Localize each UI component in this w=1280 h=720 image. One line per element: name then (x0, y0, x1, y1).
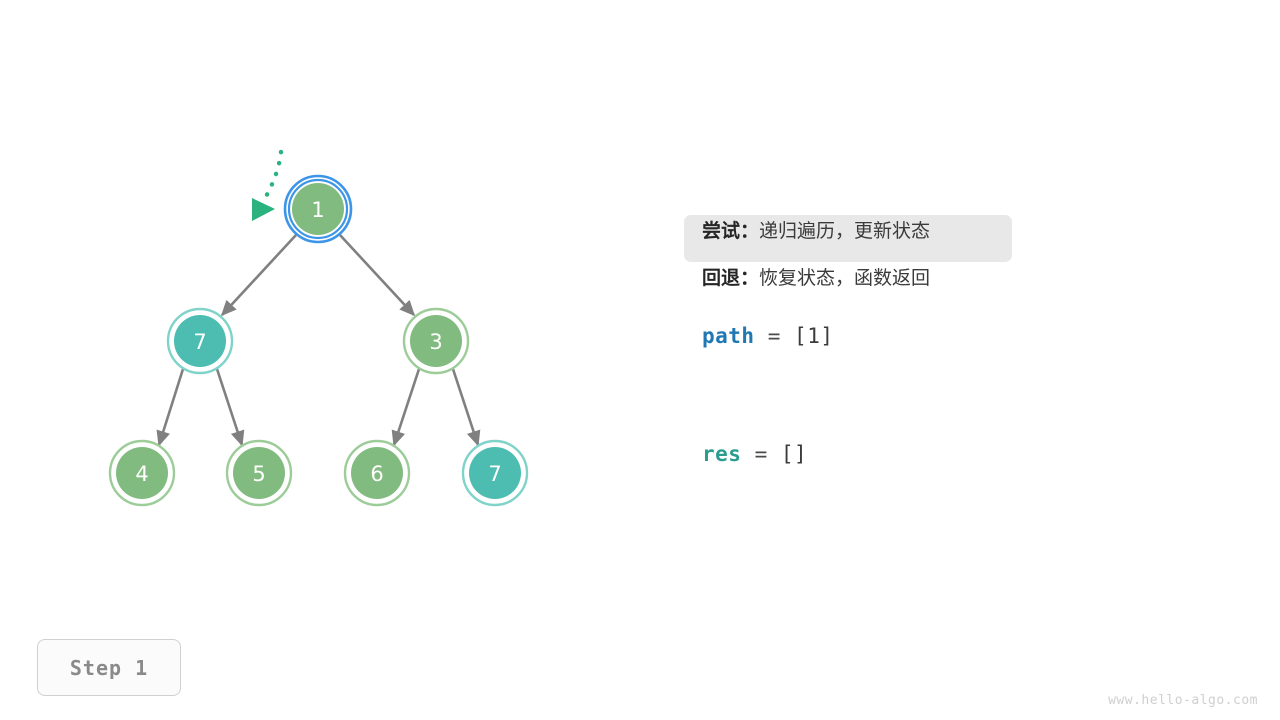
try-line-row: 尝试：递归遍历，更新状态 (684, 206, 1224, 262)
try-line-key: 尝试： (702, 220, 760, 242)
binary-tree-diagram: 1 7 3 4 5 6 7 (108, 149, 529, 507)
edge-1-to-7 (220, 234, 297, 317)
tree-edges (156, 234, 481, 447)
backtrack-line-text: 回退：恢复状态，函数返回 (684, 263, 930, 290)
node-6-ring (343, 439, 411, 507)
tree-node-5[interactable]: 5 (225, 439, 293, 507)
res-variable-row: res = [] (684, 442, 807, 466)
edge-3-to-6 (391, 368, 421, 447)
node-1-inner-ring (287, 178, 349, 240)
node-1-fill (292, 183, 344, 235)
edge-1-to-3 (339, 234, 416, 317)
path-equals: = (767, 324, 781, 348)
node-3-fill (410, 315, 462, 367)
watermark: www.hello-algo.com (1108, 693, 1258, 708)
node-7r-fill (469, 447, 521, 499)
node-6-fill (351, 447, 403, 499)
node-6-label: 6 (370, 462, 383, 486)
node-7l-label: 7 (193, 330, 206, 354)
node-7l-ring (166, 307, 234, 375)
step-badge-label: Step 1 (69, 655, 149, 680)
node-5-label: 5 (252, 462, 265, 486)
tree-node-7-right[interactable]: 7 (461, 439, 529, 507)
res-equals: = (754, 442, 768, 466)
edge-7-to-4 (156, 368, 185, 447)
node-1-active-ring (283, 174, 353, 244)
try-line-body: 递归遍历，更新状态 (759, 220, 931, 242)
node-3-ring (402, 307, 470, 375)
recursion-pointer (252, 149, 284, 221)
node-5-ring (225, 439, 293, 507)
node-1-label: 1 (311, 198, 324, 222)
tree-node-1[interactable]: 1 (283, 174, 353, 244)
path-variable-name: path (702, 324, 755, 348)
res-variable-value: [] (780, 442, 808, 466)
node-5-fill (233, 447, 285, 499)
node-7l-fill (174, 315, 226, 367)
tree-node-7-left[interactable]: 7 (166, 307, 234, 375)
backtrack-line-body: 恢复状态，函数返回 (759, 267, 931, 289)
step-badge: Step 1 (37, 639, 181, 696)
try-line-text: 尝试：递归遍历，更新状态 (684, 216, 930, 243)
node-7r-label: 7 (488, 462, 501, 486)
watermark-text: www.hello-algo.com (1108, 693, 1258, 708)
state-panel: 尝试：递归遍历，更新状态 回退：恢复状态，函数返回 path = [1] res… (684, 206, 1224, 466)
tree-node-3[interactable]: 3 (402, 307, 470, 375)
path-variable-row: path = [1] (684, 324, 833, 348)
tree-node-6[interactable]: 6 (343, 439, 411, 507)
node-7r-ring (461, 439, 529, 507)
path-variable-value: [1] (794, 324, 834, 348)
edge-3-to-7b (451, 368, 481, 447)
node-4-fill (116, 447, 168, 499)
tree-node-4[interactable]: 4 (108, 439, 176, 507)
node-4-ring (108, 439, 176, 507)
res-variable-name: res (702, 442, 742, 466)
backtrack-line-row: 回退：恢复状态，函数返回 (684, 253, 1224, 300)
try-line-highlight (684, 215, 1012, 262)
backtrack-line-key: 回退： (702, 267, 760, 289)
node-3-label: 3 (429, 330, 442, 354)
edge-7-to-5 (215, 368, 245, 447)
node-4-label: 4 (135, 462, 148, 486)
